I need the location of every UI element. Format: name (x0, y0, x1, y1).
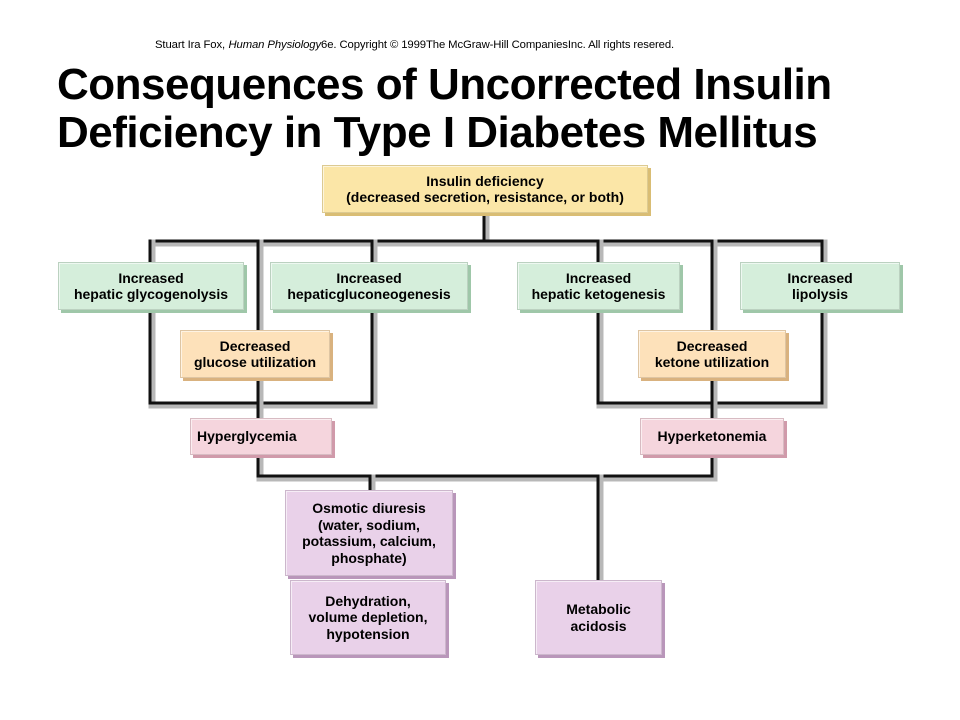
box-increased-gluconeogenesis: Increased hepaticgluconeogenesis (270, 262, 468, 310)
credit-author: Stuart Ira Fox, (155, 39, 226, 51)
copyright-credit: Stuart Ira Fox,Human Physiology6e. Copyr… (155, 39, 674, 51)
box-text-line: Metabolic (566, 601, 631, 617)
box-text-line: acidosis (570, 617, 627, 634)
box-osmotic-diuresis: Osmotic diuresis (water, sodium, potassi… (285, 490, 453, 576)
box-increased-lipolysis: Increased lipolysis (740, 262, 900, 310)
credit-book-title: Human Physiology (228, 39, 322, 51)
box-text-line: hypotension (326, 625, 410, 642)
connector-ketone-utilization (710, 239, 718, 336)
connector-main-bar (148, 239, 828, 247)
box-hyperketonemia: Hyperketonemia (640, 418, 784, 455)
connector-to-metabolic-acidosis (596, 474, 604, 586)
box-hyperglycemia: Hyperglycemia (190, 418, 332, 455)
box-text-line: Osmotic diuresis (312, 500, 426, 516)
box-dehydration: Dehydration, volume depletion, hypotensi… (290, 580, 446, 655)
box-text-line: Hyperglycemia (197, 428, 297, 445)
box-text-line: lipolysis (791, 286, 849, 302)
credit-copyright: 6e. Copyright © 1999The McGraw-Hill Comp… (321, 39, 675, 51)
box-text-line: Increased (565, 269, 632, 286)
connector-lower-bar (256, 474, 718, 482)
connector-to-hyperglycemia (256, 376, 264, 424)
page-title-line-1: Consequences of Uncorrected Insulin (57, 60, 832, 109)
box-text-line: volume depletion, (308, 609, 428, 626)
box-text-line: Insulin deficiency (426, 172, 544, 189)
box-increased-glycogenolysis: Increased hepatic glycogenolysis (58, 262, 244, 310)
box-text-line: phosphate) (331, 549, 407, 566)
box-increased-ketogenesis: Increased hepatic ketogenesis (517, 262, 680, 310)
connector-to-osmotic-diuresis (368, 474, 376, 496)
box-metabolic-acidosis: Metabolic acidosis (535, 580, 662, 655)
box-text-line: hepatic ketogenesis (531, 286, 666, 302)
box-text-line: Decreased (219, 337, 291, 354)
box-text-line: Decreased (676, 337, 748, 354)
page-title-line-2: Deficiency in Type I Diabetes Mellitus (57, 108, 818, 157)
box-decreased-glucose-utilization: Decreased glucose utilization (180, 330, 330, 378)
box-text-line: ketone utilization (654, 354, 770, 370)
box-text-line: Hyperketonemia (657, 428, 767, 445)
box-decreased-ketone-utilization: Decreased ketone utilization (638, 330, 786, 378)
box-text-line: hepatic glycogenolysis (73, 286, 229, 302)
box-text-line: Dehydration, (325, 592, 411, 609)
box-text-line: (water, sodium, (318, 516, 420, 533)
box-text-line: hepaticgluconeogenesis (287, 286, 451, 302)
box-text-line: Increased (118, 269, 184, 286)
connector-to-hyperketonemia (710, 376, 718, 424)
box-insulin-deficiency: Insulin deficiency (decreased secretion,… (322, 165, 648, 213)
connector-insulin-to-bar (482, 211, 490, 247)
box-text-line: Increased (336, 269, 402, 286)
box-text-line: Increased (787, 269, 853, 286)
connector-glucose-utilization (256, 239, 264, 336)
box-text-line: (decreased secretion, resistance, or bot… (346, 189, 624, 205)
box-text-line: glucose utilization (193, 354, 317, 370)
box-text-line: potassium, calcium, (302, 533, 436, 549)
